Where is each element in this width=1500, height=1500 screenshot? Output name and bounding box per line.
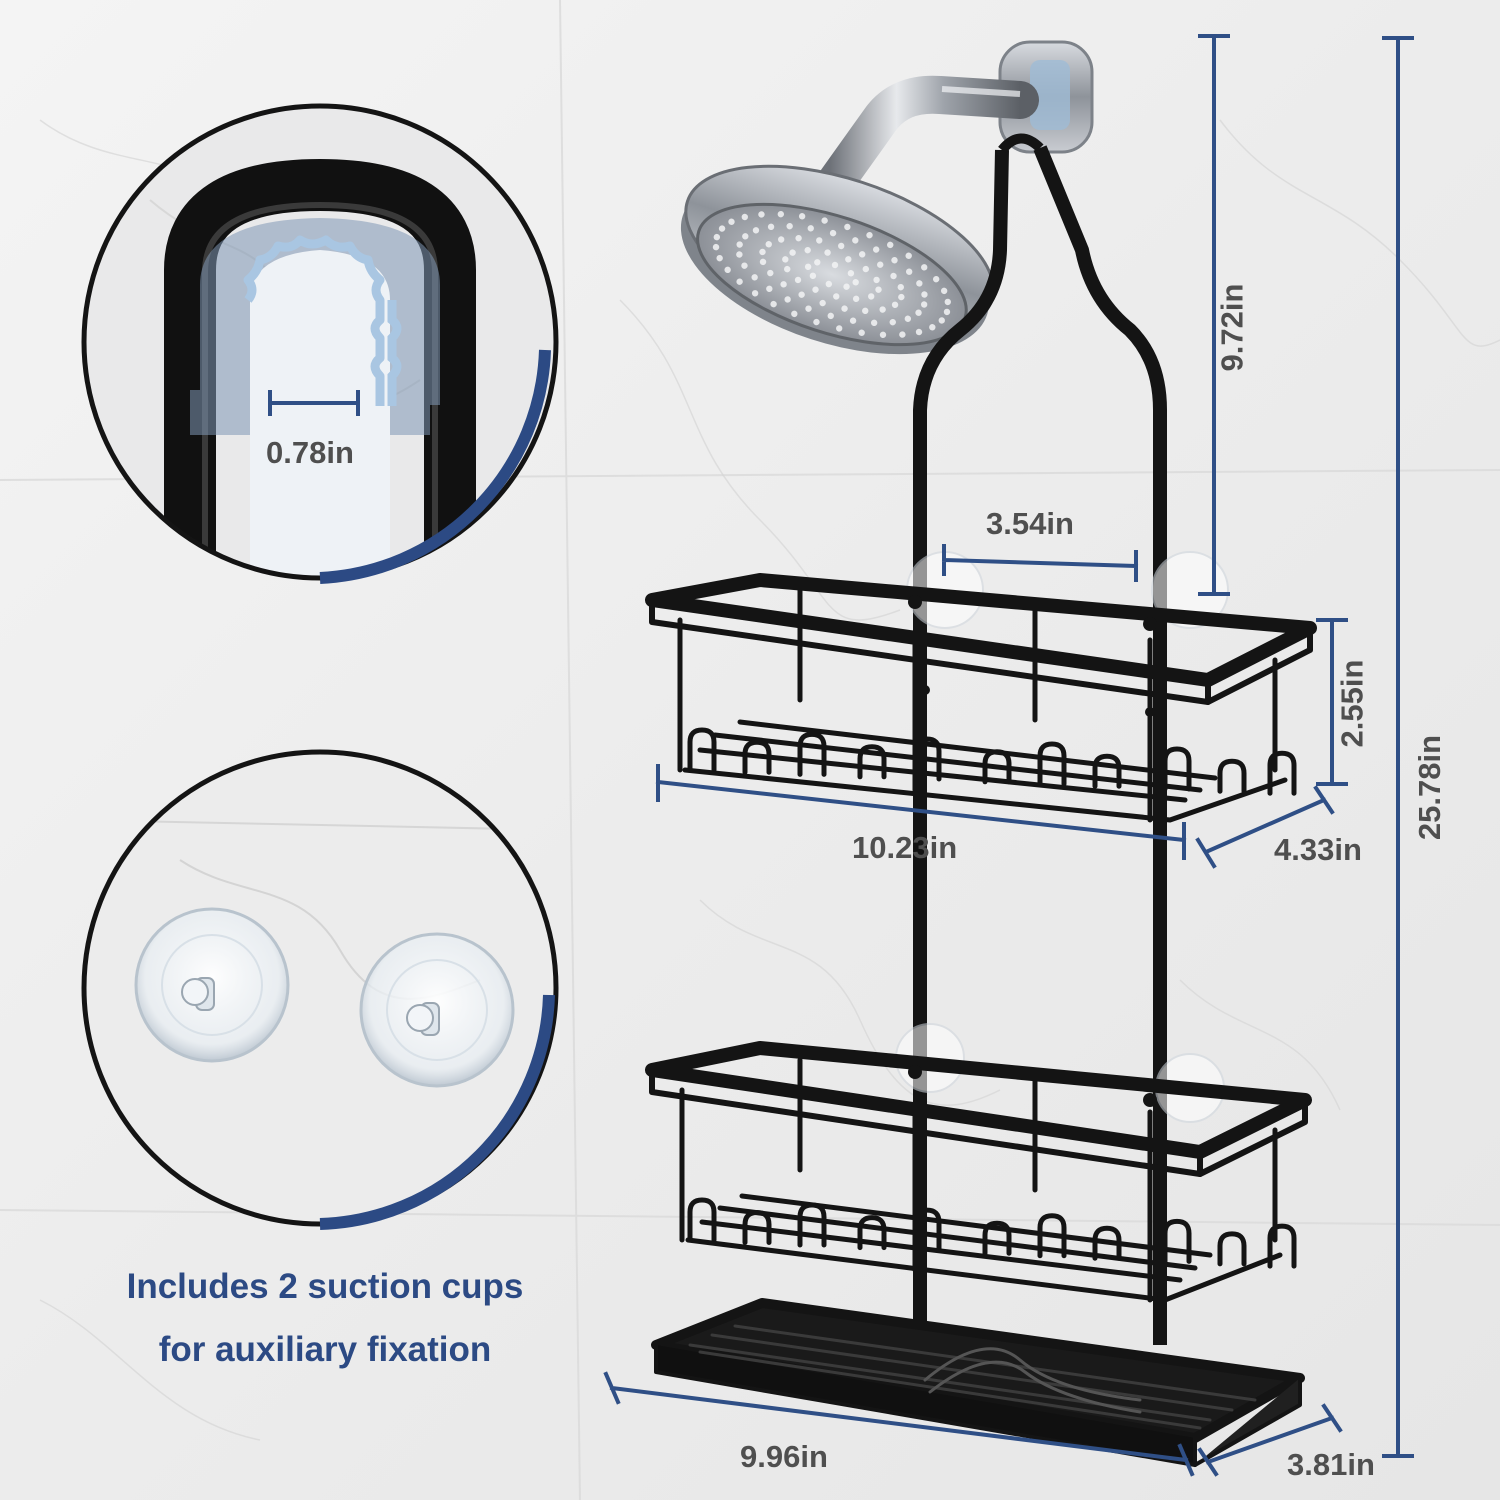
hook-closeup-icon	[81, 103, 559, 584]
caption-line-1: Includes 2 suction cups	[126, 1267, 524, 1306]
gap-width-label: 0.78in	[266, 435, 354, 470]
shower-head-illustration	[680, 40, 1094, 355]
upper-basket	[645, 573, 1317, 823]
bottom-tray	[651, 1298, 1305, 1467]
caption-line-2: for auxiliary fixation	[158, 1330, 492, 1369]
basket-width-label: 10.23in	[852, 830, 958, 865]
suction-cup-icon	[81, 749, 559, 1230]
tray-width-label: 9.96in	[740, 1439, 828, 1474]
lower-basket	[645, 1041, 1312, 1303]
rod-spacing-label: 3.54in	[986, 506, 1074, 541]
basket-height-label: 2.55in	[1334, 659, 1370, 748]
tray-depth-label: 3.81in	[1287, 1447, 1375, 1482]
total-height-label: 25.78in	[1412, 734, 1448, 841]
hook-height-label: 9.72in	[1214, 283, 1250, 372]
rack-frame	[913, 133, 1167, 1345]
basket-depth-label: 4.33in	[1274, 832, 1362, 867]
dimension-lines	[603, 34, 1414, 1477]
